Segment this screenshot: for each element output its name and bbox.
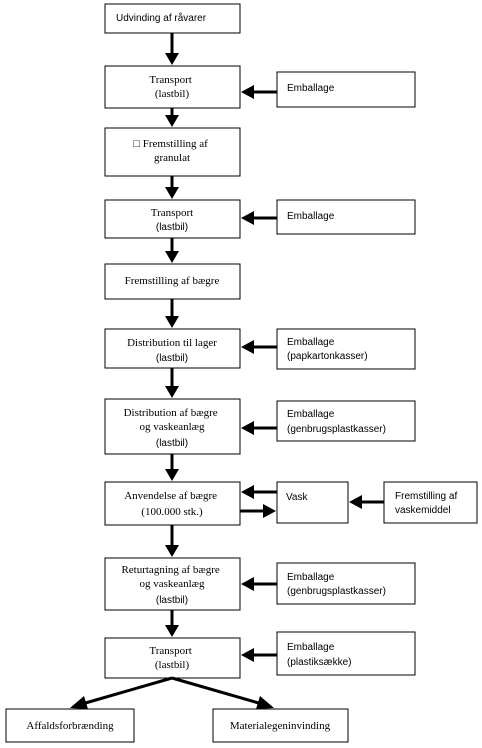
- arrow-lager-to-distribution-baegre: [165, 368, 179, 398]
- box-vask: [276, 481, 349, 524]
- arrow-distribution-to-anvendelse: [165, 454, 179, 481]
- box-distribution-baegre: [104, 398, 241, 455]
- box-emballage-3: [276, 328, 416, 370]
- arrow-emballage-5-to-returtagning: [241, 577, 277, 591]
- arrow-transport-to-affaldsforbraending: [70, 676, 173, 709]
- arrow-transport-to-granulat: [165, 108, 179, 127]
- label-emballage-6: Emballage (plastiksække): [287, 642, 351, 668]
- label-emballage-2: Emballage: [287, 211, 335, 222]
- arrow-udvinding-to-transport: [165, 33, 179, 65]
- label-fremstilling-baegre: Fremstilling af bægre: [125, 275, 220, 287]
- label-emballage-5: Emballage (genbrugsplastkasser): [287, 572, 386, 597]
- arrow-emballage-1-to-transport: [241, 85, 277, 99]
- label-distribution-baegre: Distribution af bægre og vaskeanlæg: [124, 407, 221, 433]
- label-udvinding: Udvinding af råvarer: [116, 12, 207, 24]
- label-transport-3: Transport (lastbil): [149, 645, 194, 671]
- label-emballage-3: Emballage (papkartonkasser): [287, 337, 368, 362]
- box-affaldsforbraending: [5, 708, 135, 743]
- label-vaskemiddel: Fremstilling af vaskemiddel: [395, 491, 460, 516]
- label-returtagning: Returtagning af bægre og vaskeanlæg: [121, 564, 222, 590]
- label-fremstilling-granulat: □ Fremstilling af granulat: [133, 138, 210, 164]
- box-distribution-lager: [104, 328, 241, 369]
- box-emballage-5: [276, 562, 416, 605]
- box-transport-3: [104, 637, 241, 679]
- label-vask: Vask: [286, 492, 308, 503]
- arrow-emballage-3-to-distribution: [241, 340, 277, 354]
- box-vaskemiddel: [383, 481, 478, 524]
- box-emballage-2: [276, 199, 416, 235]
- arrow-returtagning-to-transport: [165, 610, 179, 637]
- box-emballage-6: [276, 631, 416, 676]
- label-affaldsforbraending: Affaldsforbrænding: [26, 720, 114, 732]
- arrow-vaskemiddel-to-vask: [349, 495, 384, 509]
- box-returtagning: [104, 557, 241, 611]
- label-anvendelse: Anvendelse af bægre (100.000 stk.): [124, 490, 220, 518]
- arrow-emballage-6-to-transport: [241, 648, 277, 662]
- box-transport-2: [104, 199, 241, 239]
- arrow-transport-to-fremstilling: [165, 238, 179, 263]
- box-fremstilling-baegre: [104, 263, 241, 300]
- arrow-vask-to-anvendelse: [241, 485, 277, 499]
- arrow-anvendelse-to-vask: [240, 504, 276, 518]
- label-materialegeninvinding: Materialegeninvinding: [230, 720, 331, 732]
- arrow-fremstilling-to-distribution-lager: [165, 299, 179, 328]
- label-emballage-4: Emballage (genbrugsplastkasser): [287, 409, 386, 435]
- label-distribution-lager-sub: (lastbil): [156, 353, 188, 364]
- box-materialegeninvinding: [212, 708, 349, 743]
- box-transport-1: [104, 65, 241, 109]
- arrow-anvendelse-to-returtagning: [165, 525, 179, 557]
- label-emballage-1: Emballage: [287, 83, 335, 94]
- arrow-transport-to-materialegeninvinding: [171, 676, 274, 709]
- label-returtagning-sub: (lastbil): [156, 595, 188, 606]
- label-transport-2: Transport: [151, 207, 193, 219]
- arrow-emballage-4-to-distribution: [241, 421, 277, 435]
- box-emballage-1: [276, 71, 416, 108]
- box-udvinding: [104, 3, 241, 34]
- box-fremstilling-granulat: [104, 127, 241, 177]
- label-distribution-lager: Distribution til lager: [127, 337, 217, 349]
- arrow-emballage-2-to-transport: [241, 211, 277, 225]
- label-transport-1: Transport (lastbil): [149, 74, 194, 100]
- arrow-granulat-to-transport: [165, 176, 179, 199]
- label-transport-2-sub: (lastbil): [156, 222, 188, 233]
- label-distribution-baegre-sub: (lastbil): [156, 438, 188, 449]
- box-emballage-4: [276, 400, 416, 442]
- box-anvendelse: [104, 481, 241, 526]
